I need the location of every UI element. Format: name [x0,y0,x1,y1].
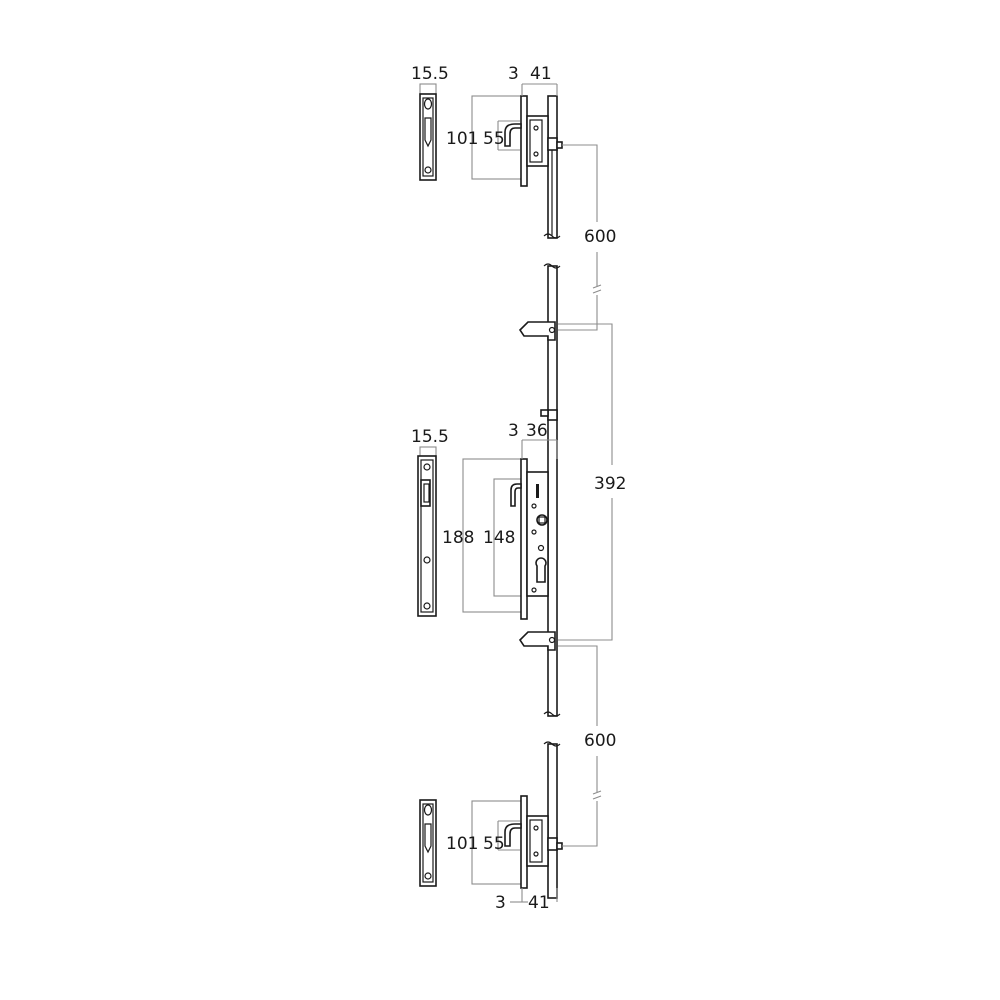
dimension-labels: 15.5 3 41 101 55 600 392 600 15.5 3 36 1… [411,64,626,913]
top-depth-label: 41 [530,64,552,84]
center-faceplate-width-label: 15.5 [411,427,449,447]
top-lock [471,83,563,236]
lower-hook-cam [518,631,556,651]
top-strike-plate [419,83,437,181]
top-offset-label: 3 [508,64,519,84]
center-inner-height-label: 148 [483,528,515,548]
spacing-dimension-lines [558,144,613,847]
bottom-depth-label: 41 [528,893,550,913]
bottom-strike-plate [419,799,437,887]
center-offset-label: 3 [508,421,519,441]
bottom-lock [471,795,563,903]
bottom-offset-label: 3 [495,893,506,913]
upper-spacing-label: 600 [584,227,616,247]
upper-hook-cam [518,321,556,341]
center-lock [462,409,558,620]
center-strike-plate [417,446,437,617]
bottom-inner-height-label: 55 [483,834,505,854]
top-height-label: 101 [446,129,478,149]
top-faceplate-width-label: 15.5 [411,64,449,84]
center-depth-label: 36 [526,421,548,441]
bottom-height-label: 101 [446,834,478,854]
top-inner-height-label: 55 [483,129,505,149]
center-height-label: 188 [442,528,474,548]
middle-spacing-label: 392 [594,474,626,494]
lower-spacing-label: 600 [584,731,616,751]
